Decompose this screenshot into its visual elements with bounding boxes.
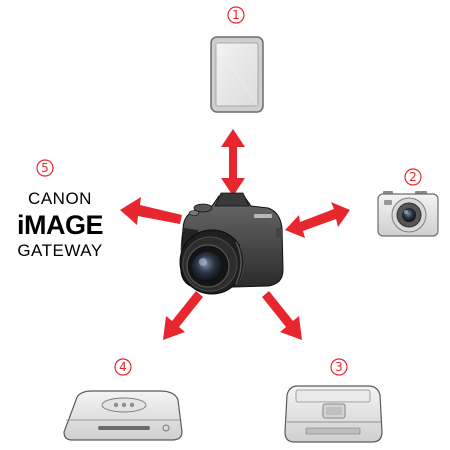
arrow-to-connect-station <box>163 291 203 340</box>
label-2-text: 2 <box>409 170 417 184</box>
arrow-to-image-gateway <box>120 197 182 225</box>
label-2: 2 <box>404 168 422 186</box>
connect-station-icon <box>63 390 183 441</box>
arrow-to-tablet <box>221 129 245 196</box>
label-5: 5 <box>36 159 54 177</box>
arrow-to-printer <box>262 291 302 340</box>
label-5-text: 5 <box>41 161 49 175</box>
label-4-text: 4 <box>119 360 127 374</box>
label-4: 4 <box>114 358 132 376</box>
arrow-to-compact-camera <box>285 202 350 238</box>
tablet-icon <box>210 36 264 113</box>
logo-line-gateway: GATEWAY <box>17 241 102 260</box>
dslr-camera-icon <box>179 192 284 295</box>
printer-icon <box>284 385 383 443</box>
logo-line-canon: CANON <box>28 189 92 208</box>
label-1: 1 <box>227 6 245 24</box>
label-1-text: 1 <box>232 8 240 22</box>
compact-camera-icon <box>377 191 439 237</box>
label-3-text: 3 <box>335 360 343 374</box>
logo-line-image: iMAGE <box>17 210 103 240</box>
canon-image-gateway-logo: CANON iMAGE GATEWAY <box>17 189 104 260</box>
label-3: 3 <box>330 358 348 376</box>
